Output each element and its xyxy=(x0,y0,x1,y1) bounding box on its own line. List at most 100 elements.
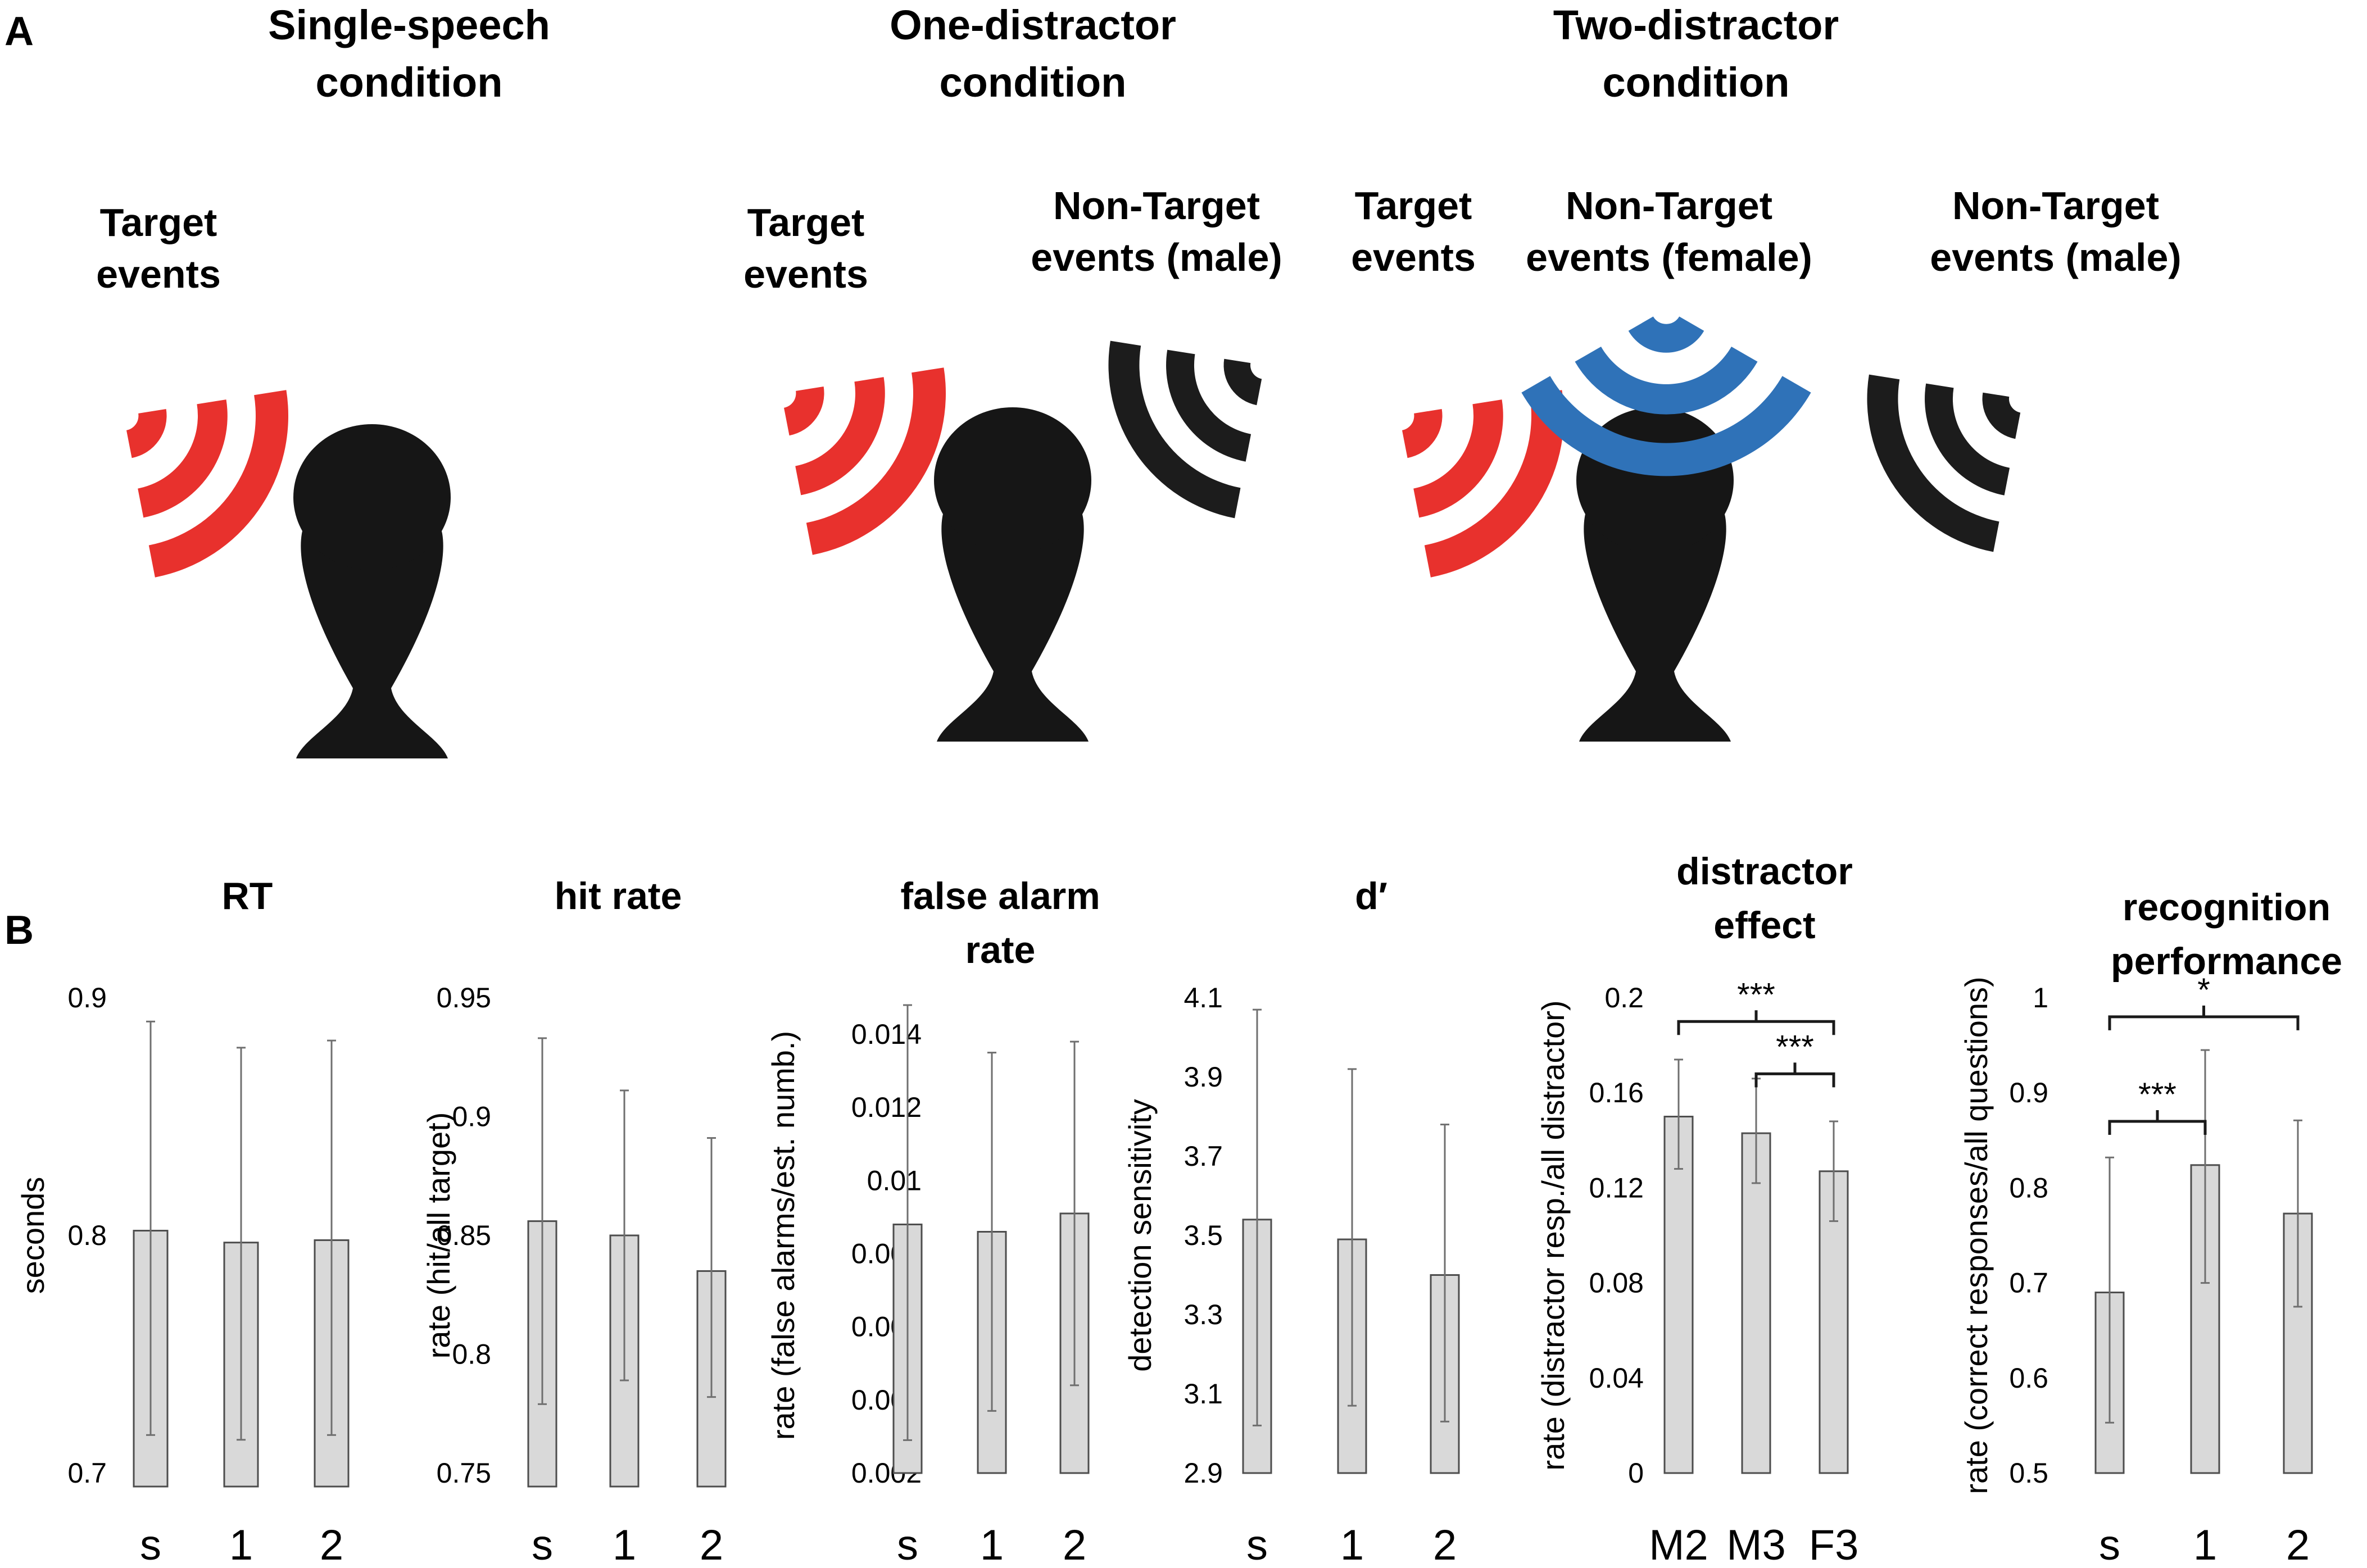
head-2-crown xyxy=(934,407,1091,553)
panel-letter-a: A xyxy=(4,9,34,54)
x-category-label: 2 xyxy=(2286,1521,2310,1568)
x-category-label: s xyxy=(897,1521,918,1568)
condition-2-label-2: events (male) xyxy=(1031,235,1282,279)
condition-2-label-1: events xyxy=(743,252,868,296)
condition-title-1: condition xyxy=(316,59,503,106)
female-waves-3-arc-3 xyxy=(1521,376,1811,476)
x-category-label: s xyxy=(532,1521,553,1568)
significance-label: * xyxy=(2197,972,2210,1008)
x-category-label: F3 xyxy=(1809,1521,1859,1568)
x-category-label: M2 xyxy=(1649,1521,1708,1568)
x-category-label: 1 xyxy=(980,1521,1004,1568)
x-category-label: 1 xyxy=(229,1521,253,1568)
chart-title: rate xyxy=(965,929,1036,971)
condition-3-label-2: events (female) xyxy=(1526,235,1812,279)
y-tick-label: 0 xyxy=(1628,1457,1644,1489)
x-category-label: 2 xyxy=(320,1521,343,1568)
bar-M2 xyxy=(1663,1116,1694,1474)
condition-title-3: Two-distractor xyxy=(1553,2,1839,48)
significance-label: *** xyxy=(1737,976,1775,1013)
y-tick-label: 0.2 xyxy=(1604,982,1644,1013)
y-tick-label: 0.9 xyxy=(2009,1077,2048,1108)
chart-title: hit rate xyxy=(555,875,682,917)
y-tick-label: 0.9 xyxy=(452,1101,491,1133)
significance-bracket xyxy=(2108,1110,2207,1135)
x-category-label: 1 xyxy=(1340,1521,1364,1568)
condition-title-1: Single-speech xyxy=(268,2,550,48)
chart-title: effect xyxy=(1713,904,1815,947)
target-waves-3-arc-1 xyxy=(1402,409,1443,458)
panel-letter-b: B xyxy=(4,908,34,953)
head-2 xyxy=(937,498,1089,742)
y-tick-label: 0.014 xyxy=(851,1019,922,1050)
target-waves-2-arc-1 xyxy=(784,387,824,436)
target-waves-2-arc-2 xyxy=(795,377,885,496)
x-category-label: 2 xyxy=(700,1521,723,1568)
condition-3-label-1: events xyxy=(1351,235,1476,279)
y-axis-label: rate (distractor resp./all distractor) xyxy=(1535,1000,1571,1470)
male-waves-2-arc-2 xyxy=(1166,349,1251,462)
y-tick-label: 0.8 xyxy=(452,1339,491,1370)
y-tick-label: 0.7 xyxy=(67,1457,107,1489)
male-waves-3-arc-1 xyxy=(1982,392,2021,439)
x-category-label: s xyxy=(2099,1521,2120,1568)
y-tick-label: 0.8 xyxy=(2009,1172,2048,1203)
y-tick-label: 0.8 xyxy=(67,1220,107,1251)
x-category-label: 2 xyxy=(1433,1521,1457,1568)
target-waves-1-arc-2 xyxy=(138,399,228,518)
y-tick-label: 3.1 xyxy=(1184,1378,1223,1410)
y-tick-label: 0.04 xyxy=(1589,1362,1644,1394)
significance-bracket xyxy=(1677,1010,1835,1035)
y-tick-label: 3.7 xyxy=(1184,1140,1223,1172)
y-tick-label: 0.75 xyxy=(437,1457,491,1489)
chart-3: false alarm rate rate (false alarms/est. n… xyxy=(765,875,1100,1568)
bar-M3 xyxy=(1741,1132,1771,1474)
y-tick-label: 0.9 xyxy=(67,982,107,1013)
chart-4: d′detection sensitivity4.13.93.73.53.33.… xyxy=(1122,875,1460,1568)
y-tick-label: 3.9 xyxy=(1184,1061,1223,1093)
y-axis-label: detection sensitivity xyxy=(1122,1099,1158,1372)
y-axis-label: rate (correct responses/all questions) xyxy=(1958,976,1994,1494)
significance-bracket xyxy=(1754,1062,1835,1088)
condition-title-3: condition xyxy=(1603,59,1790,106)
x-category-label: s xyxy=(140,1521,161,1568)
condition-title-2: One-distractor xyxy=(890,2,1176,48)
y-tick-label: 3.3 xyxy=(1184,1299,1223,1330)
significance-label: *** xyxy=(2138,1076,2176,1113)
x-category-label: s xyxy=(1246,1521,1268,1568)
female-waves-3-arc-1 xyxy=(1628,316,1704,353)
condition-2-label-1: Target xyxy=(747,201,865,244)
y-tick-label: 0.85 xyxy=(437,1220,491,1251)
male-waves-3-arc-2 xyxy=(1925,383,2010,496)
male-waves-3-arc-3 xyxy=(1867,374,1999,552)
head-1-crown xyxy=(293,424,451,570)
y-tick-label: 4.1 xyxy=(1184,982,1223,1013)
target-waves-2-arc-3 xyxy=(806,367,946,555)
y-axis-label: rate (false alarms/est. numb.) xyxy=(765,1031,801,1440)
y-axis-label: rate (hit/all target) xyxy=(421,1112,456,1359)
x-category-label: 1 xyxy=(2193,1521,2217,1568)
x-category-label: M3 xyxy=(1726,1521,1786,1568)
head-1 xyxy=(296,515,448,758)
x-category-label: 1 xyxy=(613,1521,636,1568)
y-axis-label: seconds xyxy=(15,1177,51,1294)
female-waves-3-arc-2 xyxy=(1575,347,1758,415)
target-waves-1-arc-1 xyxy=(126,409,167,458)
y-tick-label: 0.01 xyxy=(867,1165,922,1196)
y-tick-label: 1 xyxy=(2033,982,2048,1013)
y-tick-label: 2.9 xyxy=(1184,1457,1223,1489)
chart-title: performance xyxy=(2111,940,2342,983)
y-tick-label: 0.5 xyxy=(2009,1457,2048,1489)
significance-bracket xyxy=(2108,1005,2300,1030)
y-tick-label: 0.012 xyxy=(851,1092,922,1123)
condition-3-label-3: events (male) xyxy=(1930,235,2181,279)
chart-title: false alarm xyxy=(900,875,1100,917)
condition-3-label-2: Non-Target xyxy=(1566,184,1772,228)
male-waves-2-arc-1 xyxy=(1223,358,1262,406)
